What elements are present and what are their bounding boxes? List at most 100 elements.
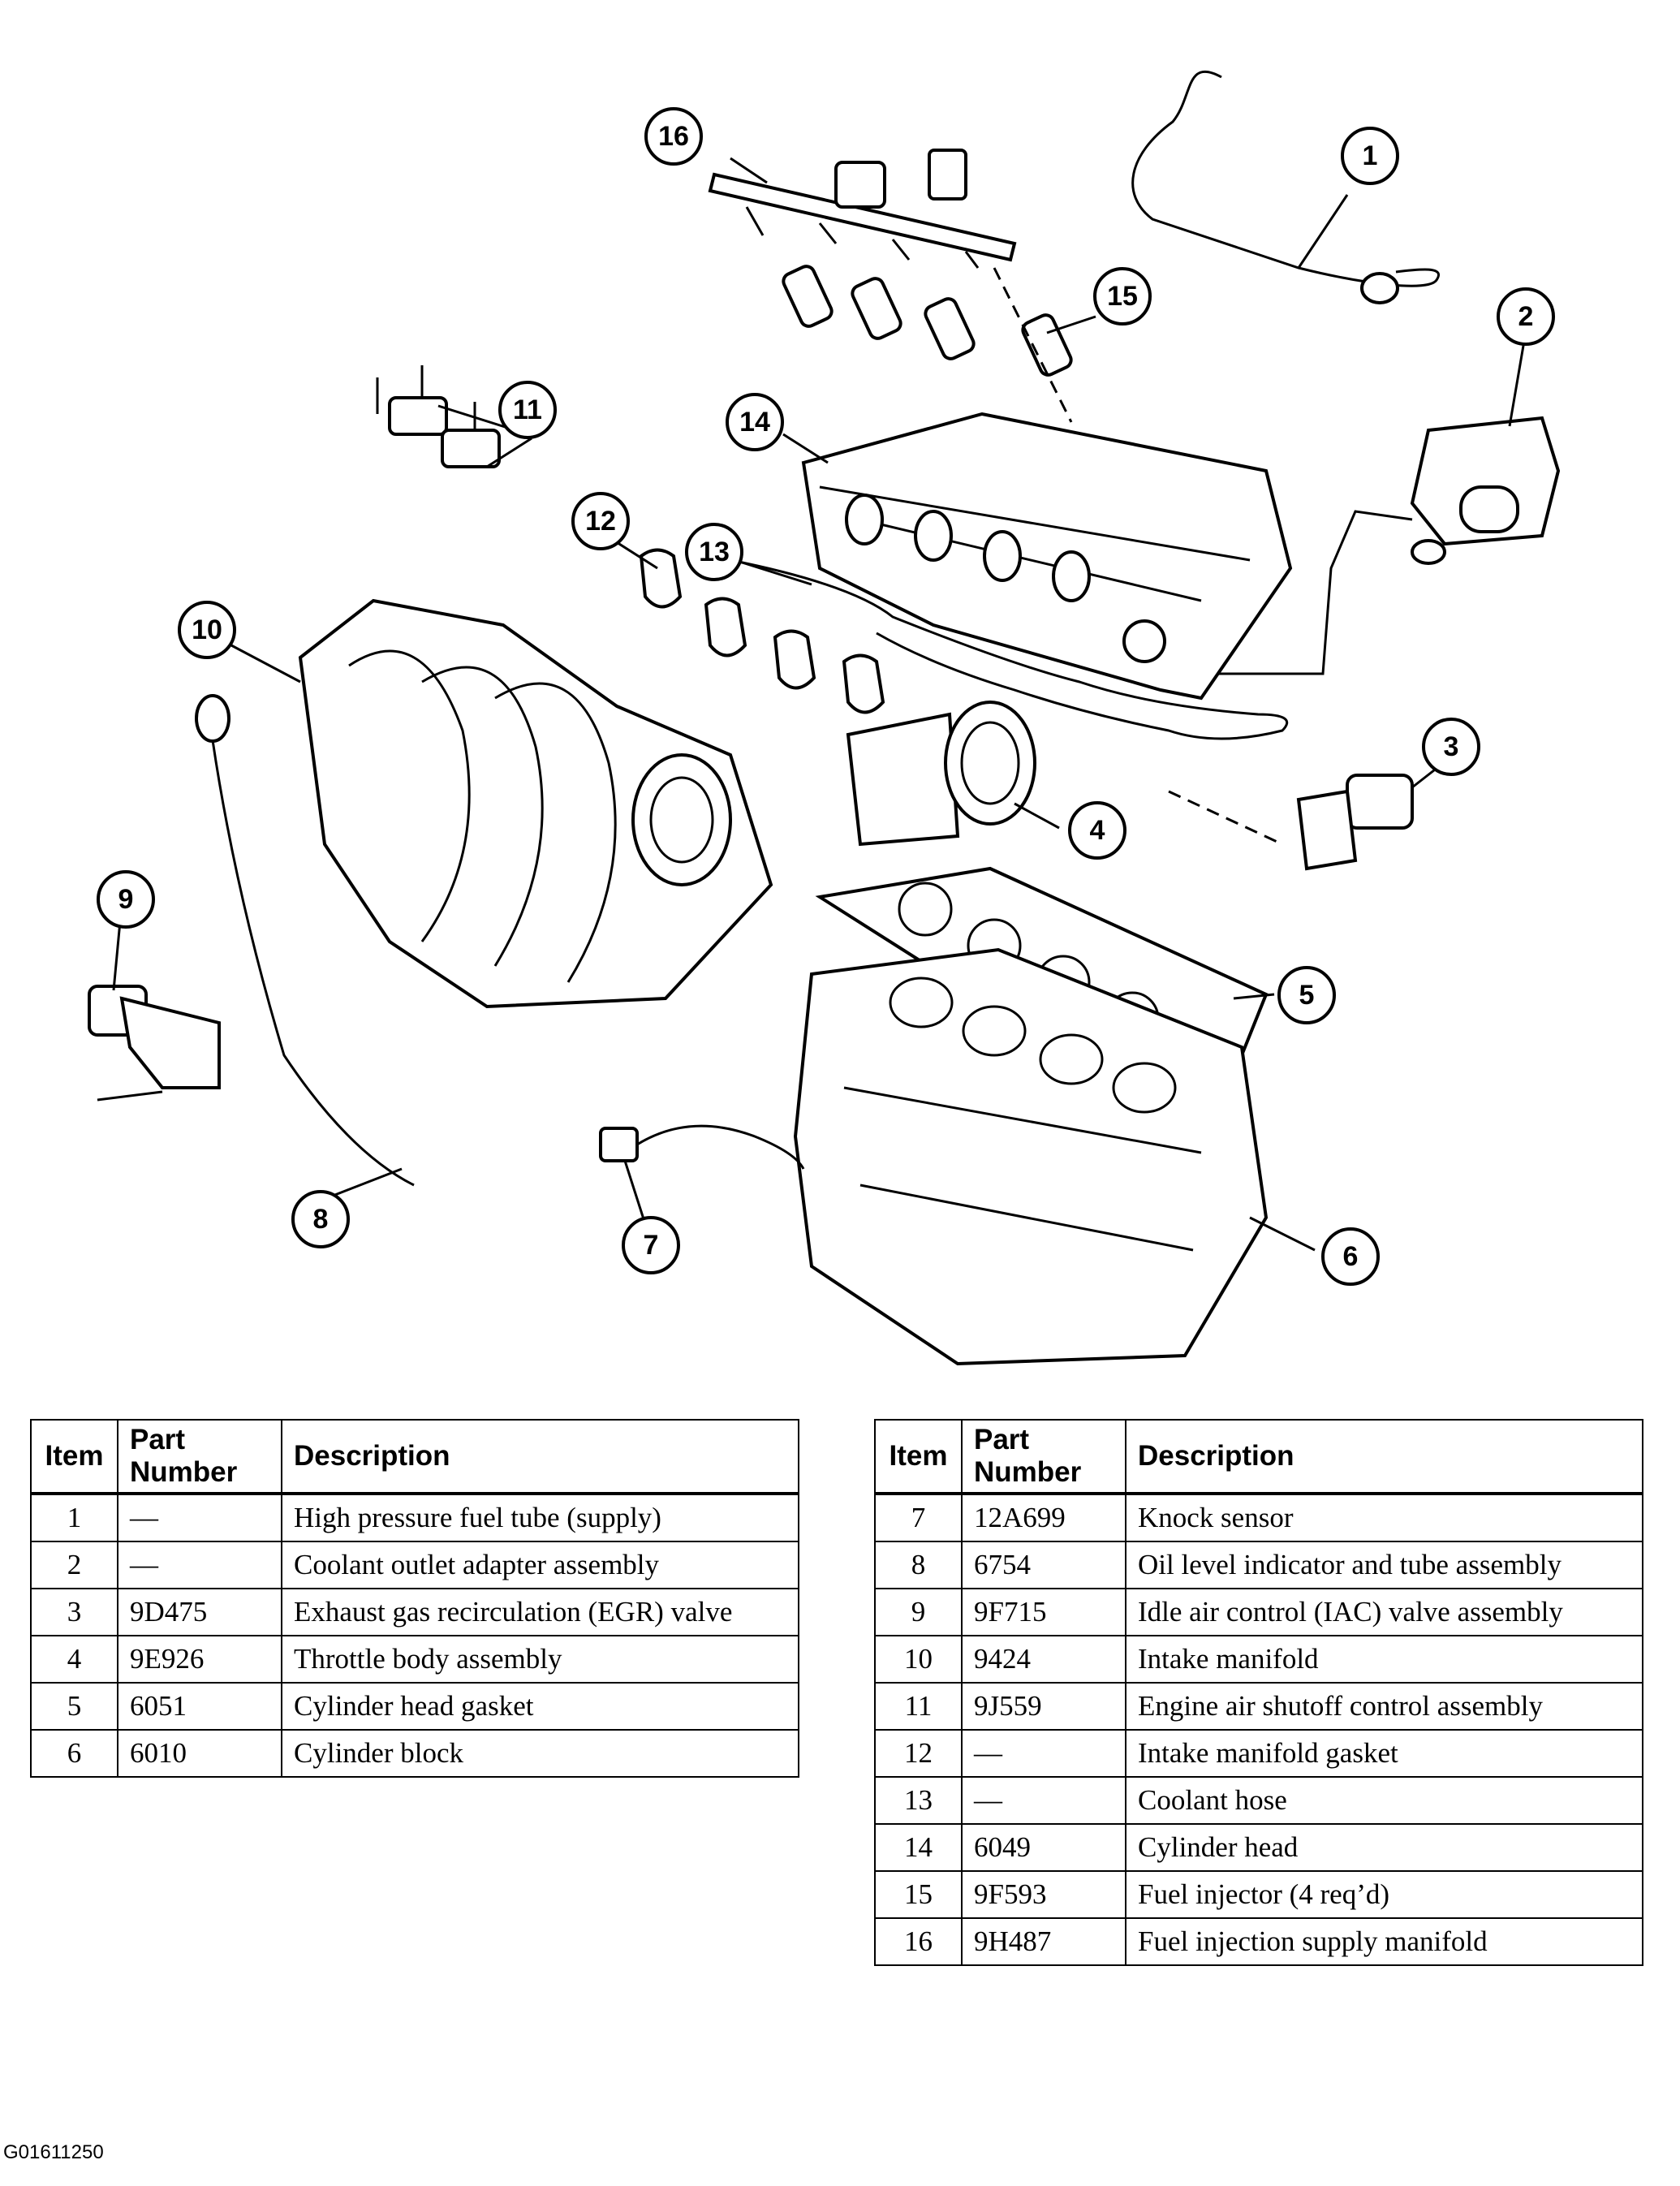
cylinder-block-part <box>793 947 1269 1366</box>
part-number-cell: 9424 <box>961 1635 1126 1684</box>
description-cell: Coolant outlet adapter assembly <box>281 1541 799 1589</box>
iac-valve-part <box>88 985 221 1102</box>
description-cell: Fuel injector (4 req’d) <box>1125 1870 1643 1919</box>
item-cell: 3 <box>30 1588 118 1636</box>
header-item: Item <box>874 1419 963 1495</box>
part-number-cell: 9J559 <box>961 1682 1126 1731</box>
item-cell: 11 <box>874 1682 963 1731</box>
description-cell: Fuel injection supply manifold <box>1125 1917 1643 1966</box>
part-number-cell: — <box>961 1776 1126 1825</box>
item-cell: 7 <box>874 1493 963 1542</box>
header-description: Description <box>1125 1419 1643 1495</box>
coolant-hose-part <box>730 558 1289 740</box>
description-cell: Cylinder head gasket <box>281 1682 799 1731</box>
description-cell: Engine air shutoff control assembly <box>1125 1682 1643 1731</box>
callout-8: 8 <box>291 1190 350 1248</box>
item-cell: 5 <box>30 1682 118 1731</box>
knock-sensor-part <box>599 1124 805 1170</box>
part-number-cell: — <box>117 1541 282 1589</box>
item-cell: 4 <box>30 1635 118 1684</box>
description-cell: Intake manifold <box>1125 1635 1643 1684</box>
intake-manifold-part <box>298 598 773 1009</box>
description-cell: Cylinder head <box>1125 1823 1643 1872</box>
leader-lines <box>112 157 1526 1252</box>
part-number-cell: 12A699 <box>961 1493 1126 1542</box>
header-item: Item <box>30 1419 118 1495</box>
description-cell: Cylinder block <box>281 1729 799 1778</box>
air-shutoff-control-part <box>376 365 501 468</box>
svg-text:7: 7 <box>644 1230 659 1261</box>
callout-11: 11 <box>498 381 557 439</box>
part-number-cell: 6049 <box>961 1823 1126 1872</box>
callout-13: 13 <box>685 523 743 581</box>
header-description: Description <box>281 1419 799 1495</box>
svg-text:9: 9 <box>118 884 134 915</box>
svg-text:15: 15 <box>1107 281 1138 312</box>
table-row: 2—Coolant outlet adapter assembly <box>30 1541 799 1589</box>
description-cell: Coolant hose <box>1125 1776 1643 1825</box>
part-number-cell: 9F715 <box>961 1588 1126 1636</box>
callout-16: 16 <box>644 107 703 166</box>
svg-text:6: 6 <box>1343 1241 1359 1272</box>
exploded-engine-diagram: 1 2 3 4 5 6 7 8 9 10 11 12 13 14 15 16 <box>88 70 1561 1366</box>
part-number-cell: 9D475 <box>117 1588 282 1636</box>
fuel-tube-part <box>1131 70 1440 304</box>
item-cell: 14 <box>874 1823 963 1872</box>
svg-text:8: 8 <box>313 1204 329 1235</box>
table-row: 13—Coolant hose <box>874 1776 1643 1825</box>
item-cell: 8 <box>874 1541 963 1589</box>
callout-4: 4 <box>1068 801 1126 860</box>
item-cell: 15 <box>874 1870 963 1919</box>
figure-id: G01611250 <box>3 2141 104 2163</box>
callout-12: 12 <box>571 492 630 550</box>
coolant-outlet-part <box>1217 416 1561 675</box>
part-number-cell: 9H487 <box>961 1917 1126 1966</box>
description-cell: Idle air control (IAC) valve assembly <box>1125 1588 1643 1636</box>
callout-5: 5 <box>1277 966 1336 1024</box>
oil-dipstick-part <box>195 694 415 1187</box>
fuel-injectors-part <box>782 265 1073 423</box>
svg-text:12: 12 <box>585 506 616 537</box>
item-cell: 12 <box>874 1729 963 1778</box>
callout-1: 1 <box>1341 127 1399 185</box>
svg-text:10: 10 <box>192 614 222 645</box>
callout-2: 2 <box>1497 287 1555 346</box>
header-part-number: Part Number <box>961 1419 1126 1495</box>
callout-10: 10 <box>178 601 236 659</box>
svg-text:13: 13 <box>699 537 730 567</box>
svg-text:14: 14 <box>739 407 770 438</box>
table-row: 1—High pressure fuel tube (supply) <box>30 1493 799 1542</box>
item-cell: 6 <box>30 1729 118 1778</box>
description-cell: Intake manifold gasket <box>1125 1729 1643 1778</box>
item-cell: 16 <box>874 1917 963 1966</box>
callout-15: 15 <box>1093 267 1152 326</box>
part-number-cell: 6051 <box>117 1682 282 1731</box>
item-cell: 13 <box>874 1776 963 1825</box>
callout-14: 14 <box>726 393 784 451</box>
description-cell: Knock sensor <box>1125 1493 1643 1542</box>
svg-text:2: 2 <box>1518 301 1534 332</box>
svg-text:16: 16 <box>658 121 689 152</box>
item-cell: 9 <box>874 1588 963 1636</box>
item-cell: 10 <box>874 1635 963 1684</box>
description-cell: Oil level indicator and tube assembly <box>1125 1541 1643 1589</box>
svg-text:5: 5 <box>1299 980 1315 1011</box>
description-cell: Exhaust gas recirculation (EGR) valve <box>281 1588 799 1636</box>
callout-9: 9 <box>97 870 155 929</box>
parts-table-left: Item Part Number Description 1—High pres… <box>30 1419 799 1778</box>
throttle-body-part <box>846 701 1036 847</box>
item-cell: 1 <box>30 1493 118 1542</box>
part-number-cell: — <box>961 1729 1126 1778</box>
svg-text:1: 1 <box>1363 140 1378 171</box>
fuel-rail-part <box>708 149 1017 269</box>
